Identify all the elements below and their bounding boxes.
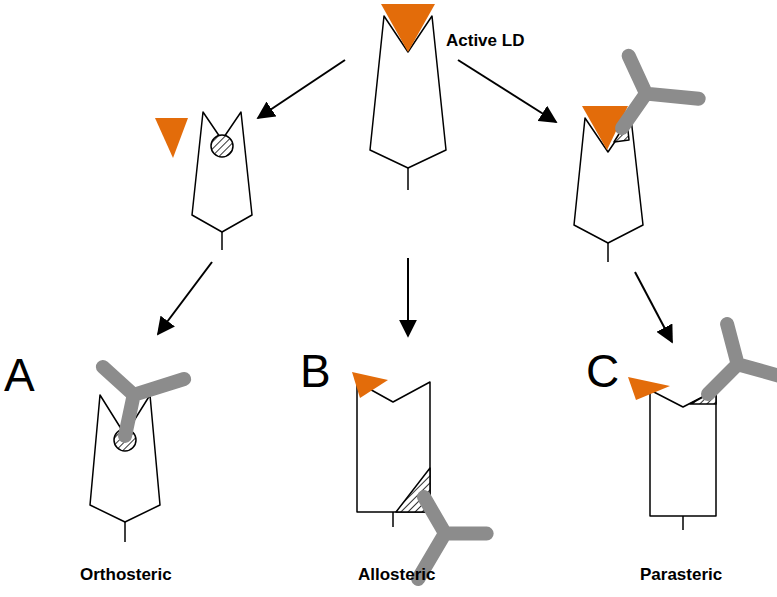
receptor bbox=[192, 112, 252, 232]
arrow bbox=[258, 60, 345, 118]
ligand bbox=[381, 4, 435, 52]
ligand bbox=[352, 372, 388, 398]
panel-caption: Orthosteric bbox=[80, 566, 172, 585]
panel-letter: A bbox=[4, 350, 35, 401]
receptor-stem bbox=[407, 168, 409, 190]
bound-site bbox=[211, 135, 233, 157]
panel-caption: Allosteric bbox=[358, 566, 435, 585]
receptor-stem bbox=[682, 516, 684, 530]
panel-caption: Parasteric bbox=[640, 566, 722, 585]
arrow bbox=[458, 60, 556, 122]
arrow bbox=[407, 258, 409, 336]
panel-letter: C bbox=[586, 346, 619, 397]
receptor-stem bbox=[392, 512, 394, 527]
ligand bbox=[155, 118, 188, 158]
arrow bbox=[635, 272, 672, 342]
receptor-stem bbox=[221, 232, 223, 250]
receptor-stem bbox=[124, 522, 126, 542]
antibody bbox=[593, 52, 699, 155]
antibody bbox=[90, 362, 184, 446]
receptor bbox=[650, 390, 716, 516]
antibody bbox=[384, 479, 489, 579]
ligand-label: Active LD bbox=[446, 32, 524, 51]
receptor-stem bbox=[607, 243, 609, 262]
arrow bbox=[158, 262, 212, 334]
antibody bbox=[683, 320, 777, 426]
panel-letter: B bbox=[300, 346, 331, 397]
ligand bbox=[628, 377, 670, 400]
